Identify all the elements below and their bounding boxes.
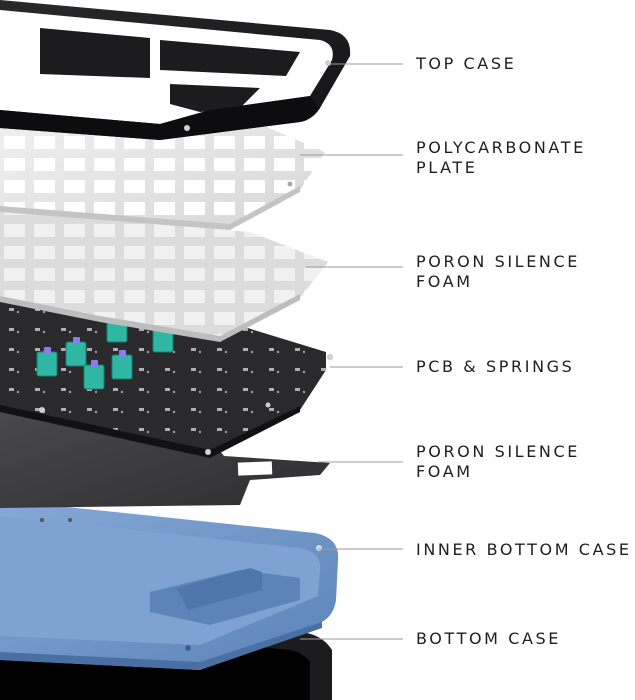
- label-line: INNER BOTTOM CASE: [416, 540, 632, 559]
- label-line: FOAM: [416, 272, 473, 291]
- leader-lines: [300, 63, 403, 640]
- label-line: PORON SILENCE: [416, 252, 580, 271]
- label-line: FOAM: [416, 462, 473, 481]
- label-line: POLYCARBONATE: [416, 138, 586, 157]
- label-line: PORON SILENCE: [416, 442, 580, 461]
- pcb-layer: [0, 292, 334, 458]
- upper-foam-layer: [0, 210, 328, 342]
- label-poron-silence-foam-lower: PORON SILENCE FOAM: [416, 442, 580, 482]
- inner-bottom-case-layer: [0, 500, 339, 670]
- label-bottom-case: BOTTOM CASE: [416, 629, 561, 649]
- label-polycarbonate-plate: POLYCARBONATE PLATE: [416, 138, 586, 178]
- label-line: TOP CASE: [416, 54, 517, 73]
- label-poron-silence-foam-upper: PORON SILENCE FOAM: [416, 252, 580, 292]
- label-line: PLATE: [416, 158, 478, 177]
- label-line: BOTTOM CASE: [416, 629, 562, 648]
- switch-group: [36, 315, 174, 390]
- top-case-layer: [0, 0, 351, 140]
- label-line: PCB & SPRINGS: [416, 357, 575, 376]
- label-top-case: TOP CASE: [416, 54, 516, 74]
- label-inner-bottom-case: INNER BOTTOM CASE: [416, 540, 632, 560]
- label-pcb-springs: PCB & SPRINGS: [416, 357, 574, 377]
